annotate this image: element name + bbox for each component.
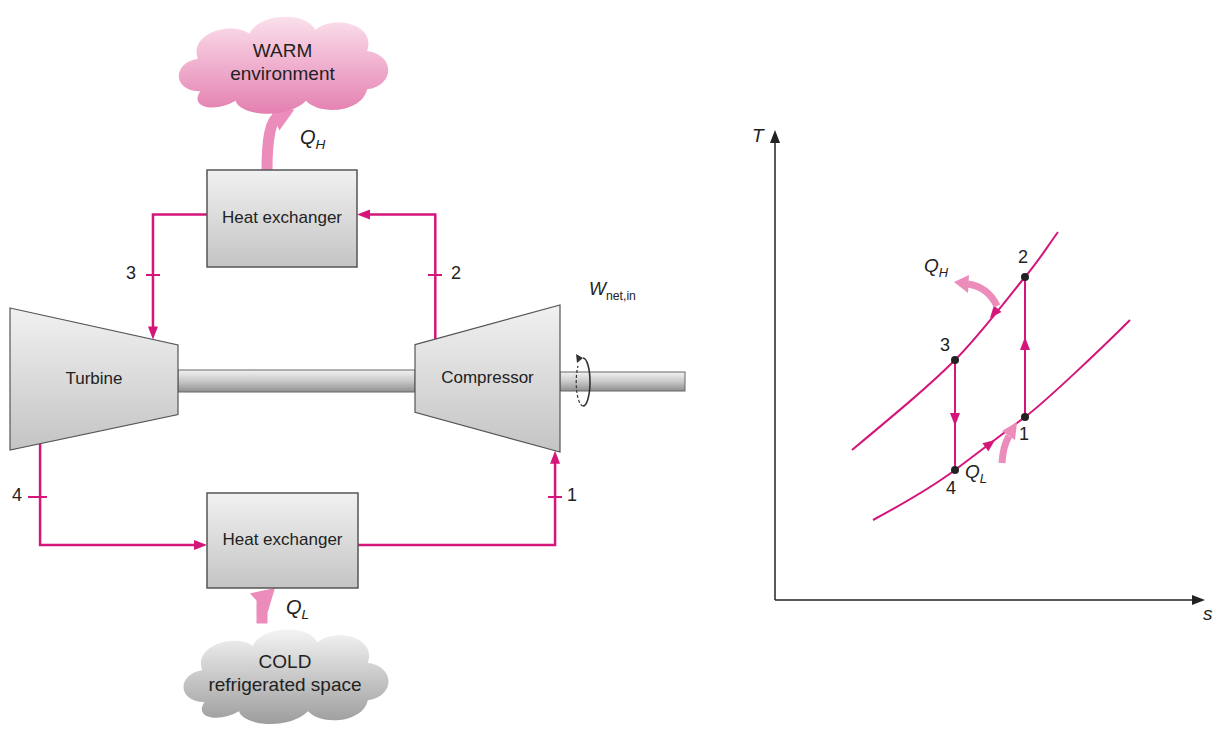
text-group: Heat exchanger [222,208,342,228]
node-text: Heat exchanger [222,208,342,228]
symbol: W [589,279,606,299]
box-shape [207,493,358,588]
axis-label: T [752,126,764,147]
connector-line [358,461,555,545]
arrowhead [194,540,207,550]
state-number: 4 [946,479,956,499]
axis-label: s [1203,604,1213,625]
state-tick [28,496,47,498]
text-line: environment [230,63,335,84]
connector-line [153,215,207,330]
text-line: COLD [208,651,361,674]
text-group: Heat exchanger [222,530,342,550]
shaft-end [560,372,685,391]
heat-label: QH [300,126,325,153]
process-arrow [1020,337,1030,350]
shaft [178,370,415,392]
heat-label: QL [286,596,309,623]
cloud-shape [179,17,388,114]
state-point [951,356,959,364]
connector-line [267,117,278,170]
subscript: L [980,471,987,486]
state-point [1021,413,1029,421]
box-shape [207,170,357,267]
text-group: Compressor [441,368,534,388]
process-arrow [950,413,960,426]
state-number: 1 [1019,425,1029,445]
node-text: Heat exchanger [222,530,342,550]
compressor-shape [415,305,560,452]
axis [775,599,1195,601]
process-arrow [990,306,1002,318]
cold-cloud: COLD refrigerated space [170,618,400,730]
subscript: net,in [606,289,636,303]
state-point [1021,273,1029,281]
state-number: 2 [451,264,461,284]
heat-exchanger: Heat exchanger [207,493,358,588]
connector-line [40,444,197,545]
symbol: Q [924,255,939,276]
text-line: refrigerated space [208,674,361,695]
subscript: H [316,137,326,152]
compressor: Compressor [415,305,560,452]
node-text: COLD refrigerated space [208,651,361,697]
cloud-shape [184,629,389,724]
axis [774,140,776,600]
text-line: WARM [230,40,335,63]
heat-label: QH [924,256,948,280]
pipe-connector [357,210,435,340]
node-text: Turbine [65,369,122,389]
work-label: Wnet,in [589,280,636,303]
heat-exchanger: Heat exchanger [207,170,357,267]
axis-head [770,130,780,143]
symbol: Q [286,596,302,618]
state-number: 1 [567,486,577,506]
heat-arrow [968,284,997,306]
state-point [951,466,959,474]
arrowhead [550,451,560,464]
subscript: H [939,265,948,280]
node-text: Compressor [441,368,534,388]
heat-flow-arrow [250,588,275,624]
state-number: 3 [126,264,136,284]
rotation-arrow [583,358,590,406]
heat-arrow-head [954,275,969,293]
state-number: 3 [940,336,950,356]
heat-flow-arrow [267,107,294,170]
subscript: L [302,607,310,622]
text-group: COLD refrigerated space [208,651,361,697]
heat-arrow-head [1002,422,1017,440]
warm-cloud: WARM environment [165,5,400,120]
arrowhead [250,588,275,612]
process-arrow [982,440,995,451]
text-group: Turbine [65,369,122,389]
rotation-head [576,354,583,363]
state-number: 4 [12,486,22,506]
arrowhead [357,210,370,220]
symbol: Q [300,126,316,148]
text-group: WARM environment [230,40,335,86]
arrowhead [148,327,158,340]
pipe-connector [358,451,560,545]
isobar-curve [873,320,1130,520]
pipe-connector [40,444,207,550]
connector-line [367,215,435,340]
turbine-shape [10,308,178,450]
heat-label: QL [965,462,987,486]
node-text: WARM environment [230,40,335,86]
isobar-curve [852,232,1058,450]
pipe-connector [148,215,207,340]
symbol: Q [965,461,980,482]
state-number: 2 [1018,248,1028,268]
heat-arrow [1002,436,1009,463]
rotation-arrow [576,366,583,406]
turbine: Turbine [10,308,178,450]
